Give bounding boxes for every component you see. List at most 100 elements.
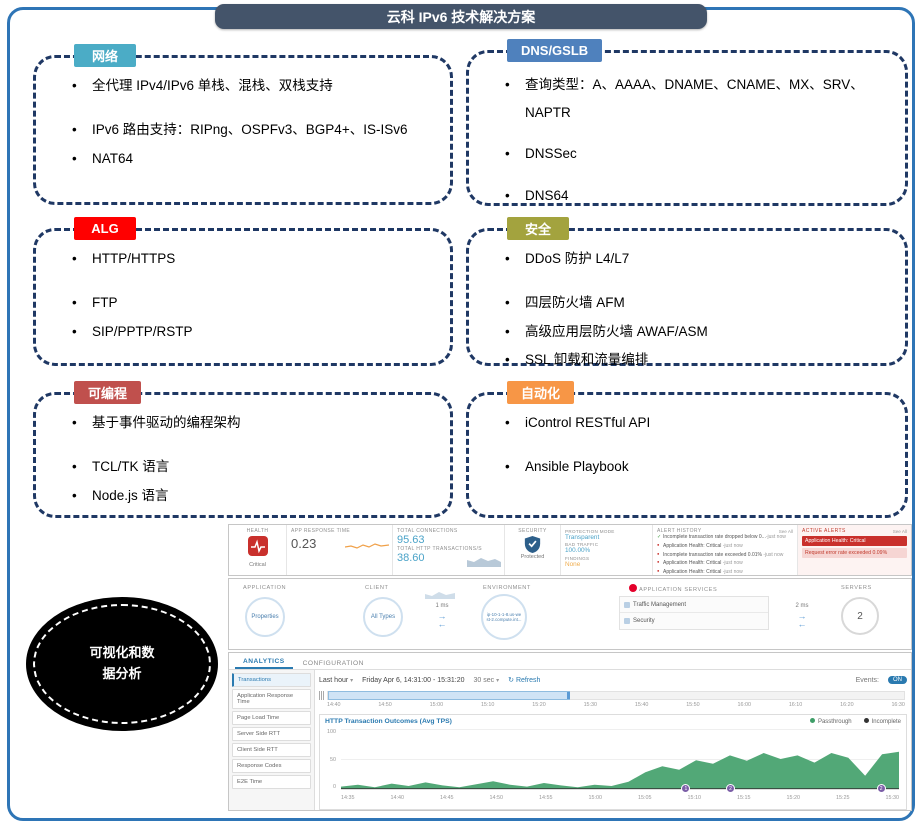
event-marker[interactable]: 2 xyxy=(876,784,886,793)
feature-item: SIP/PPTP/RSTP xyxy=(66,322,444,343)
findings-value: None xyxy=(565,560,581,568)
interval-select[interactable]: 30 sec ▾ xyxy=(473,676,500,684)
feature-item: Node.js 语言 xyxy=(66,486,444,507)
feature-box-automation: 自动化 iControl RESTful API Ansible Playboo… xyxy=(466,381,908,518)
feature-item: DNS64 xyxy=(499,182,899,210)
feature-item: 全代理 IPv4/IPv6 单栈、混栈、双栈支持 xyxy=(66,76,444,97)
sidebar-item-response-codes[interactable]: Response Codes xyxy=(232,759,311,773)
sidebar-item-client-side-rtt[interactable]: Client Side RTT xyxy=(232,743,311,757)
alert-history-see-all-link[interactable]: See All xyxy=(778,528,793,534)
total-connections-label: TOTAL CONNECTIONS xyxy=(397,528,458,534)
analytics-dashboard: HEALTH Critical APP RESPONSE TIME 0.23 T… xyxy=(228,524,912,811)
active-alert-banner: Application Health: Critical xyxy=(802,536,907,546)
service-icon xyxy=(624,601,630,608)
event-marker[interactable]: 2 xyxy=(726,784,736,793)
bidirectional-arrows-icon: →← xyxy=(437,611,447,630)
environment-node[interactable]: ip-10-1-1-8.us-west-2.compute.int... xyxy=(481,594,527,640)
tps-plot: 100 50 0 1 2 xyxy=(325,729,901,801)
shield-protected-icon xyxy=(524,536,541,553)
visualization-callout-text: 可视化和数据分析 xyxy=(89,645,155,681)
response-time-sparkline xyxy=(345,543,389,549)
scrubber-track[interactable] xyxy=(327,691,905,700)
service-icon xyxy=(624,618,630,624)
feature-item: DDoS 防护 L4/L7 xyxy=(499,249,899,270)
feature-item: DNSSec xyxy=(499,140,899,168)
gridline xyxy=(341,729,899,730)
scrubber-grip-icon[interactable] xyxy=(319,691,324,700)
chart-legend: Passthrough Incomplete xyxy=(809,718,901,725)
tab-analytics[interactable]: ANALYTICS xyxy=(235,655,293,669)
alert-history-row: ●Incomplete transaction rate exceeded 0.… xyxy=(657,550,784,558)
sidebar-item-page-load-time[interactable]: Page Load Time xyxy=(232,711,311,725)
sidebar-item-server-side-rtt[interactable]: Server Side RTT xyxy=(232,727,311,741)
feature-box-dns-gslb-label: DNS/GSLB xyxy=(507,39,603,62)
event-marker[interactable]: 1 xyxy=(681,784,691,793)
feature-item: 高级应用层防火墙 AWAF/ASM xyxy=(499,322,899,343)
scrubber-selection[interactable] xyxy=(328,691,570,700)
sidebar-item-app-response-time[interactable]: Application Response Time xyxy=(232,689,311,709)
y-axis-labels: 100 50 0 xyxy=(327,729,336,790)
sidebar-item-transactions[interactable]: Transactions xyxy=(232,673,311,687)
passthrough-dot-icon xyxy=(809,718,815,723)
application-services-column-label: APPLICATION SERVICES xyxy=(629,584,717,593)
active-alerts-section: ACTIVE ALERTS See All Application Health… xyxy=(798,525,911,575)
feature-item: FTP xyxy=(66,293,444,314)
sidebar-item-e2e-time[interactable]: E2E Time xyxy=(232,775,311,789)
totals-section: TOTAL CONNECTIONS 95.63 TOTAL HTTP TRANS… xyxy=(393,525,505,575)
refresh-button[interactable]: ↻ Refresh xyxy=(508,677,541,684)
feature-item: iControl RESTful API xyxy=(499,413,899,434)
health-section: HEALTH Critical xyxy=(229,525,287,575)
bad-traffic-label: BAD TRAFFIC xyxy=(565,542,599,548)
client-column-label: CLIENT xyxy=(365,585,389,591)
alert-history-row: ●Application Health: Critical -just now xyxy=(657,559,743,567)
time-toolbar: Last hour ▾ Friday Apr 6, 14:31:00 - 15:… xyxy=(319,673,907,687)
analytics-main: Last hour ▾ Friday Apr 6, 14:31:00 - 15:… xyxy=(315,670,911,810)
plot-area: 1 2 2 xyxy=(341,729,899,793)
protection-section: PROTECTION MODE Transparent BAD TRAFFIC … xyxy=(561,525,653,575)
feature-box-network-label: 网络 xyxy=(74,44,136,67)
feature-box-automation-label: 自动化 xyxy=(507,381,575,404)
feature-box-network: 网络 全代理 IPv4/IPv6 单栈、混栈、双栈支持 IPv6 路由支持：RI… xyxy=(33,44,453,205)
application-services-panel: Traffic Management Security xyxy=(619,596,769,630)
client-node[interactable]: All Types xyxy=(363,597,403,637)
alert-dot-icon: ● xyxy=(657,568,660,573)
total-connections-value: 95.63 xyxy=(397,534,425,546)
f5-logo-icon xyxy=(629,584,637,592)
service-row[interactable]: Security xyxy=(620,613,768,629)
active-alert-banner: Request error rate exceeded 0.09% xyxy=(802,548,907,558)
feature-list-programmable: 基于事件驱动的编程架构 TCL/TK 语言 Node.js 语言 xyxy=(66,413,444,506)
feature-list-dns: 查询类型：A、AAAA、DNAME、CNAME、MX、SRV、NAPTR DNS… xyxy=(499,71,899,210)
refresh-icon: ↻ xyxy=(508,677,514,684)
feature-item: 基于事件驱动的编程架构 xyxy=(66,413,444,434)
security-status: Protected xyxy=(520,554,545,560)
alert-history-row: ✓Incomplete transaction rate dropped bel… xyxy=(657,534,786,540)
analytics-panel: ANALYTICS CONFIGURATION Transactions App… xyxy=(228,652,912,811)
feature-box-security-label: 安全 xyxy=(507,217,569,240)
chevron-down-icon: ▾ xyxy=(496,677,500,684)
feature-box-security: 安全 DDoS 防护 L4/L7 四层防火墙 AFM 高级应用层防火墙 AWAF… xyxy=(466,217,908,370)
latency-sparkline xyxy=(425,592,455,599)
bidirectional-arrows-icon: →← xyxy=(797,611,807,630)
range-select[interactable]: Last hour ▾ xyxy=(319,676,354,684)
events-toggle[interactable]: ON xyxy=(888,676,907,684)
incomplete-dot-icon xyxy=(863,718,869,723)
security-section: SECURITY Protected xyxy=(505,525,561,575)
metrics-strip: HEALTH Critical APP RESPONSE TIME 0.23 T… xyxy=(228,524,912,576)
service-row[interactable]: Traffic Management xyxy=(620,597,768,613)
tab-configuration[interactable]: CONFIGURATION xyxy=(302,660,364,667)
scrubber-handle[interactable] xyxy=(566,692,570,699)
feature-box-alg-label: ALG xyxy=(74,217,136,240)
feature-list-automation: iControl RESTful API Ansible Playbook xyxy=(499,413,899,478)
check-icon: ✓ xyxy=(657,534,662,540)
alert-dot-icon: ● xyxy=(657,550,660,556)
feature-list-security: DDoS 防护 L4/L7 四层防火墙 AFM 高级应用层防火墙 AWAF/AS… xyxy=(499,249,899,370)
chevron-down-icon: ▾ xyxy=(350,677,354,684)
application-node[interactable]: Properties xyxy=(245,597,285,637)
active-alerts-see-all-link[interactable]: See All xyxy=(892,528,907,534)
servers-node[interactable]: 2 xyxy=(841,597,879,635)
feature-item: HTTP/HTTPS xyxy=(66,249,444,270)
app-response-time-label: APP RESPONSE TIME xyxy=(291,528,351,534)
total-http-label: TOTAL HTTP TRANSACTIONS/S xyxy=(397,546,483,553)
